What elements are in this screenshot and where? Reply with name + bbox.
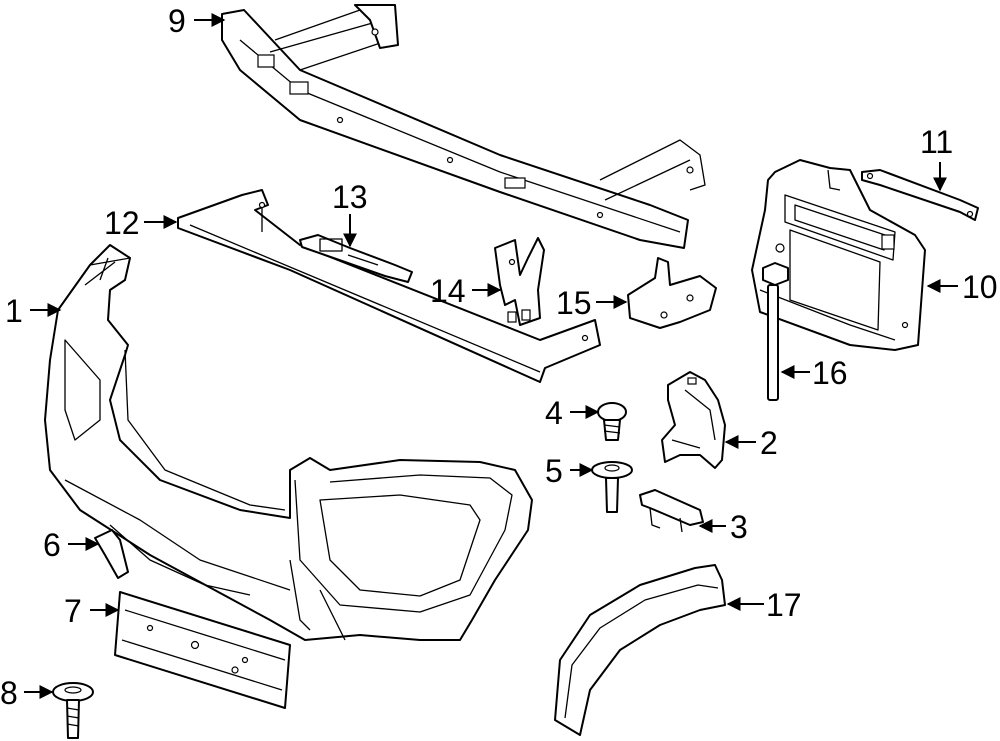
leader-lines (24, 13, 958, 699)
part-5-push-clip[interactable] (591, 461, 633, 513)
callout-4: 4 (545, 395, 563, 431)
part-12-absorber-bar[interactable] (177, 189, 601, 383)
part-8-screw[interactable] (52, 682, 94, 739)
callout-6: 6 (43, 527, 61, 563)
part-16-bolt[interactable] (762, 262, 789, 401)
part-3-clip-strip[interactable] (639, 489, 704, 533)
part-17-wheel-arch-trim[interactable] (554, 564, 726, 736)
callout-10: 10 (962, 269, 998, 305)
callout-2: 2 (760, 425, 778, 461)
callout-5: 5 (545, 453, 563, 489)
part-14-bracket[interactable] (494, 237, 545, 326)
part-11-support-rod[interactable] (861, 169, 979, 221)
callout-15: 15 (556, 285, 592, 321)
callout-9: 9 (168, 3, 186, 39)
part-2-corner-bracket[interactable] (661, 371, 726, 469)
part-7-license-bracket[interactable] (114, 591, 291, 709)
part-9-reinforcement-bar[interactable] (221, 4, 706, 249)
part-4-screw[interactable] (597, 402, 627, 441)
callout-17: 17 (766, 587, 802, 623)
callout-11: 11 (920, 124, 953, 160)
callout-8: 8 (0, 675, 18, 711)
callout-13: 13 (332, 179, 368, 215)
part-10-lamp-housing[interactable] (751, 159, 926, 351)
part-15-side-bracket[interactable] (627, 257, 717, 329)
callout-16: 16 (812, 355, 848, 391)
callout-12: 12 (104, 205, 140, 241)
part-1-bumper-cover[interactable] (44, 244, 533, 641)
callout-7: 7 (64, 593, 82, 629)
callout-14: 14 (430, 273, 466, 309)
callout-3: 3 (730, 509, 748, 545)
callout-1: 1 (5, 293, 23, 329)
part-6-clip[interactable] (94, 529, 129, 579)
callout-labels: 1 2 3 4 5 6 7 8 9 10 11 12 13 14 15 16 1… (0, 3, 998, 711)
part-13-bracket-strip[interactable] (299, 234, 413, 283)
